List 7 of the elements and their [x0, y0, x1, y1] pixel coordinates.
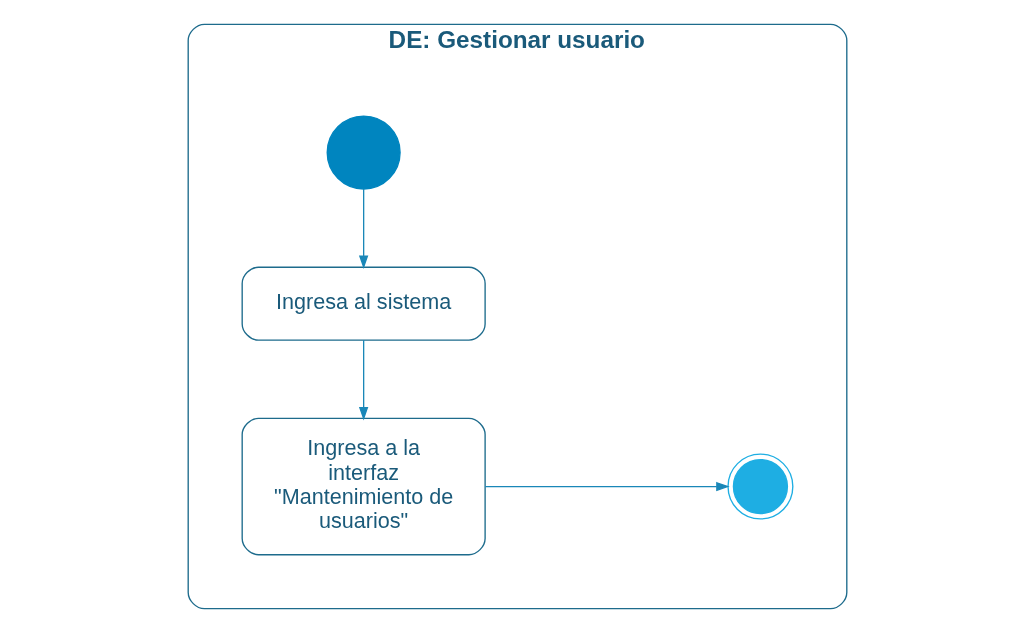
arrow [484, 481, 730, 492]
node-box: Ingresa al sistema [241, 266, 486, 341]
arrow [358, 339, 368, 421]
node-circle [326, 115, 401, 190]
arrow [358, 188, 368, 269]
node-circle [726, 453, 793, 520]
node-box: Ingresa a la interfaz "Mantenimiento de usuarios" [241, 417, 486, 556]
